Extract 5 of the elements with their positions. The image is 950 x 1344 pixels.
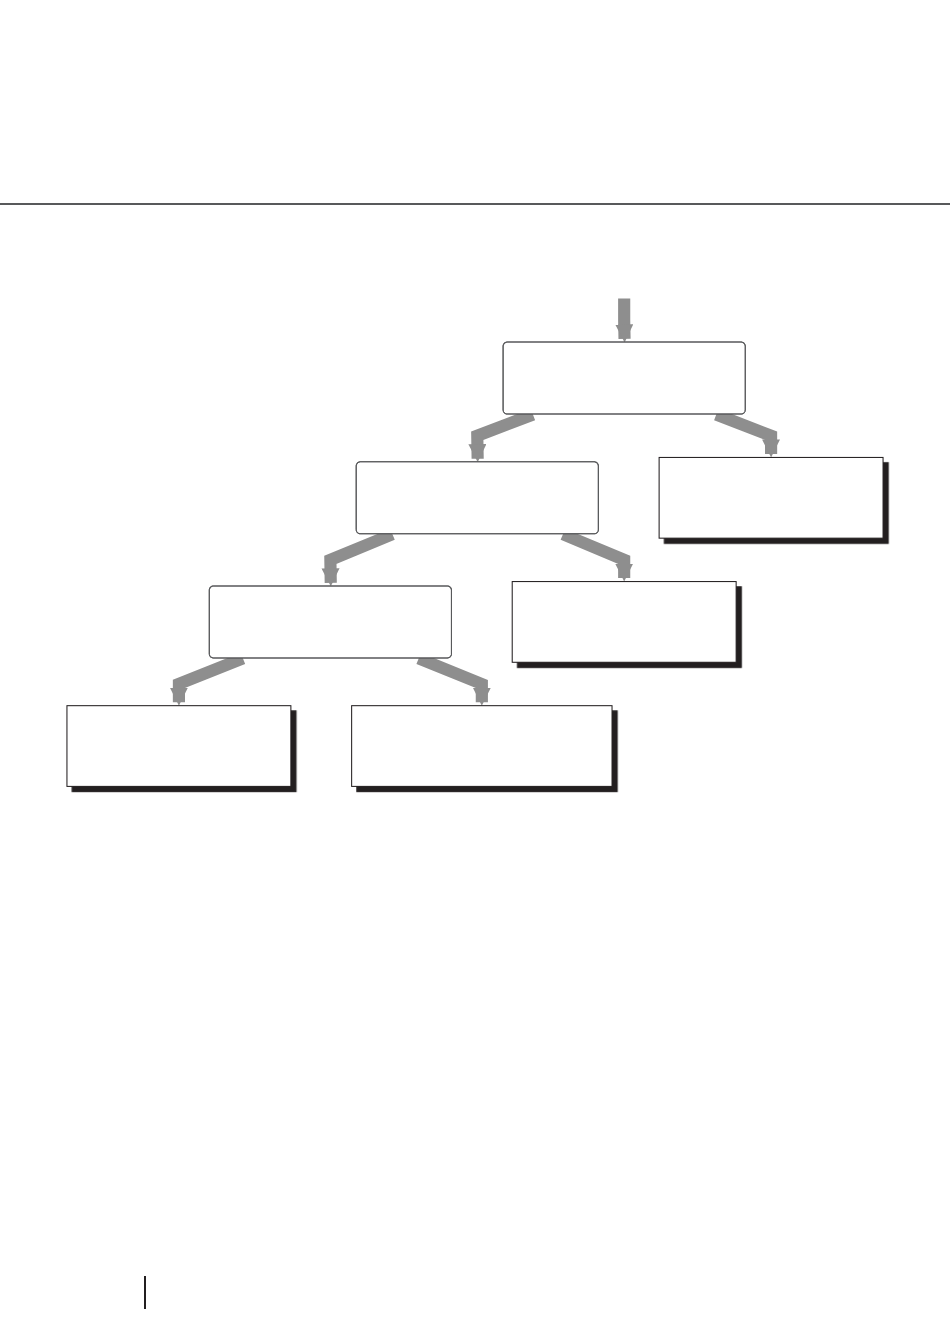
node-box <box>511 581 737 663</box>
node-box <box>351 705 613 787</box>
node-box <box>66 705 292 787</box>
arrow <box>615 298 634 343</box>
node-box <box>658 456 884 539</box>
